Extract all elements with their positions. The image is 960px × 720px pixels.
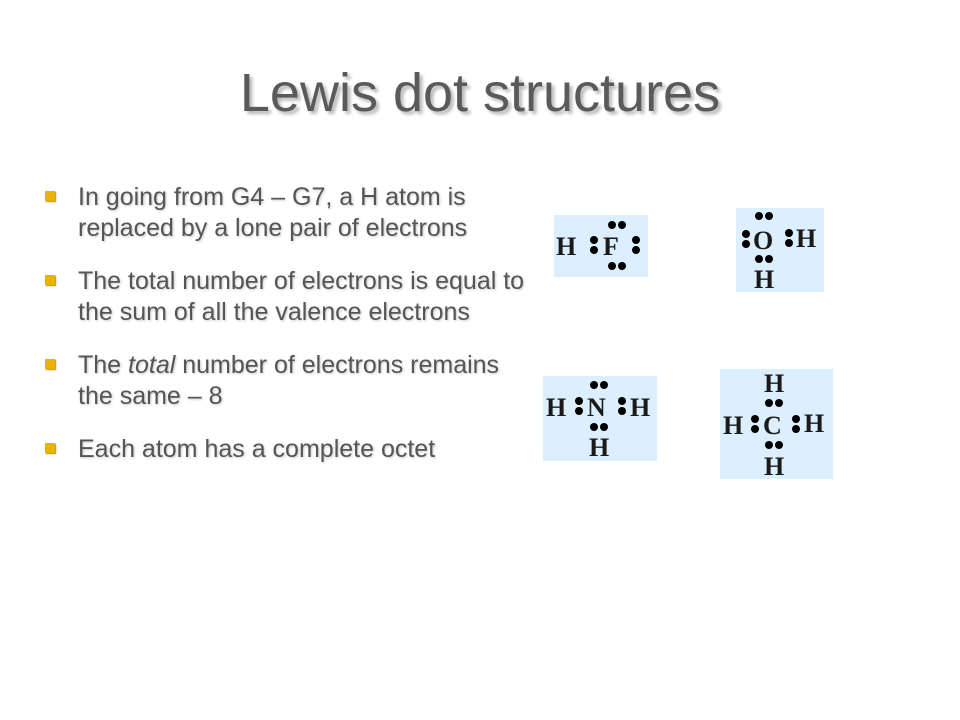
bullet-square-icon	[45, 191, 55, 201]
bullet-text-pre: The	[78, 351, 129, 379]
atom-label: H	[764, 369, 784, 398]
atom-label: H	[546, 393, 566, 422]
bullet-text: Each atom has a complete octet	[78, 435, 436, 463]
atom-label: H	[804, 409, 824, 438]
atom-label: N	[587, 393, 606, 422]
bullet-square-icon	[45, 443, 55, 453]
lewis-structure-h2o: O H H	[736, 208, 824, 292]
lewis-structure-nh3: H N H H	[543, 376, 657, 461]
bullet-item: In going from G4 – G7, a H atom is repla…	[40, 182, 540, 244]
lewis-structure-hf: H F	[554, 215, 648, 277]
atom-label: H	[630, 393, 650, 422]
bullet-list: In going from G4 – G7, a H atom is repla…	[40, 182, 540, 487]
atom-label: C	[763, 411, 782, 440]
atom-label: H	[754, 265, 774, 292]
bullet-item: Each atom has a complete octet	[40, 434, 540, 465]
bullet-square-icon	[45, 359, 55, 369]
lewis-structure-ch4: H H C H H	[720, 369, 833, 479]
atom-label: F	[603, 232, 619, 261]
atom-label: H	[764, 452, 784, 479]
atom-label: H	[589, 433, 609, 461]
atom-label: H	[796, 224, 816, 253]
atom-label: H	[723, 411, 743, 440]
bullet-item: The total number of electrons remains th…	[40, 350, 540, 412]
bullet-item: The total number of electrons is equal t…	[40, 266, 540, 328]
bullet-text-emphasis: total	[128, 351, 176, 379]
bullet-text: The total number of electrons is equal t…	[78, 267, 525, 326]
slide-title: Lewis dot structures	[239, 63, 721, 123]
atom-label: O	[753, 226, 773, 255]
bullet-text: In going from G4 – G7, a H atom is repla…	[78, 183, 468, 242]
atom-label: H	[556, 232, 576, 261]
bullet-square-icon	[45, 275, 55, 285]
bullet-text-post: number of electrons remains the same – 8	[78, 351, 500, 410]
